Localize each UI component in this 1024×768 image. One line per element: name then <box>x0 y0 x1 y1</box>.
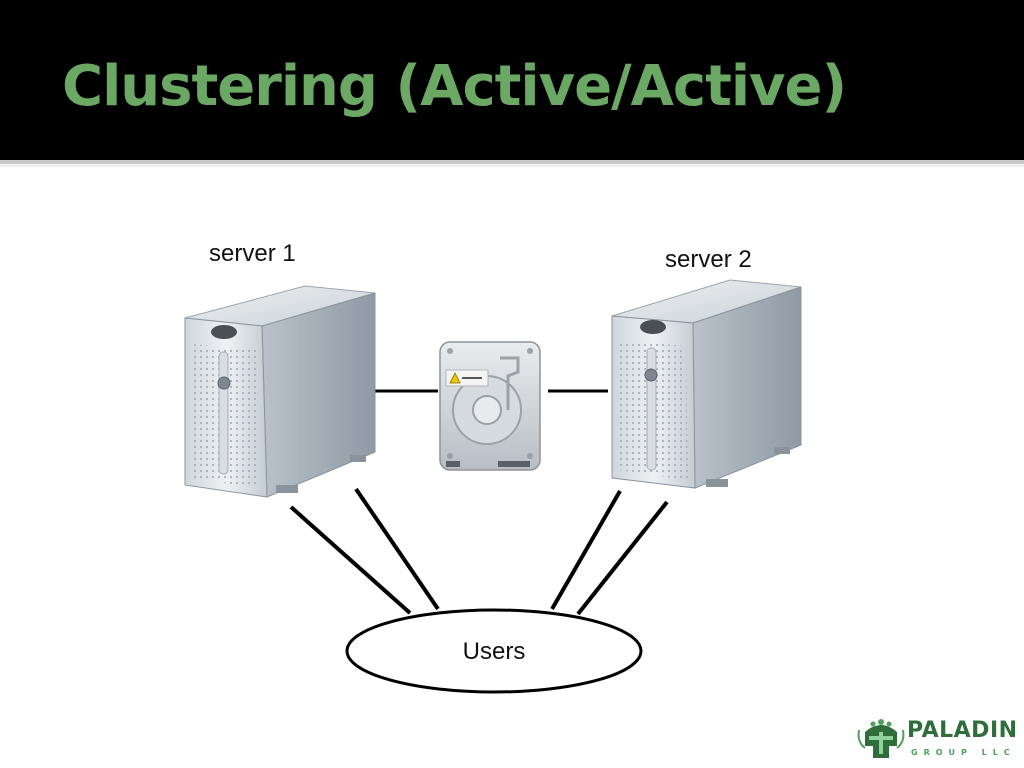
slide-header: Clustering (Active/Active) <box>0 0 1024 160</box>
paladin-logo: PALADIN GROUP LLC <box>855 712 1018 764</box>
server-2: server 2 <box>611 246 802 489</box>
header-divider <box>0 160 1024 164</box>
tower-server-icon <box>184 285 376 498</box>
logo-name: PALADIN <box>907 718 1018 743</box>
server-2-label: server 2 <box>665 246 752 273</box>
users-label: Users <box>463 638 526 665</box>
tower-server-icon <box>611 279 802 489</box>
server-1: server 1 <box>184 240 376 498</box>
header-divider-highlight <box>0 164 1024 167</box>
server1-users-link-1 <box>289 505 412 615</box>
slide-title: Clustering (Active/Active) <box>62 54 847 119</box>
server1-users-link-2 <box>354 487 440 611</box>
users-node: Users <box>345 608 643 694</box>
logo-subtitle: GROUP LLC <box>911 748 1016 757</box>
server-1-label: server 1 <box>209 240 296 267</box>
server2-users-link-1 <box>550 490 622 610</box>
server2-users-link-2 <box>576 500 669 616</box>
shared-storage <box>439 341 541 471</box>
paladin-helmet-icon <box>857 719 905 758</box>
hard-drive-icon <box>439 341 541 471</box>
